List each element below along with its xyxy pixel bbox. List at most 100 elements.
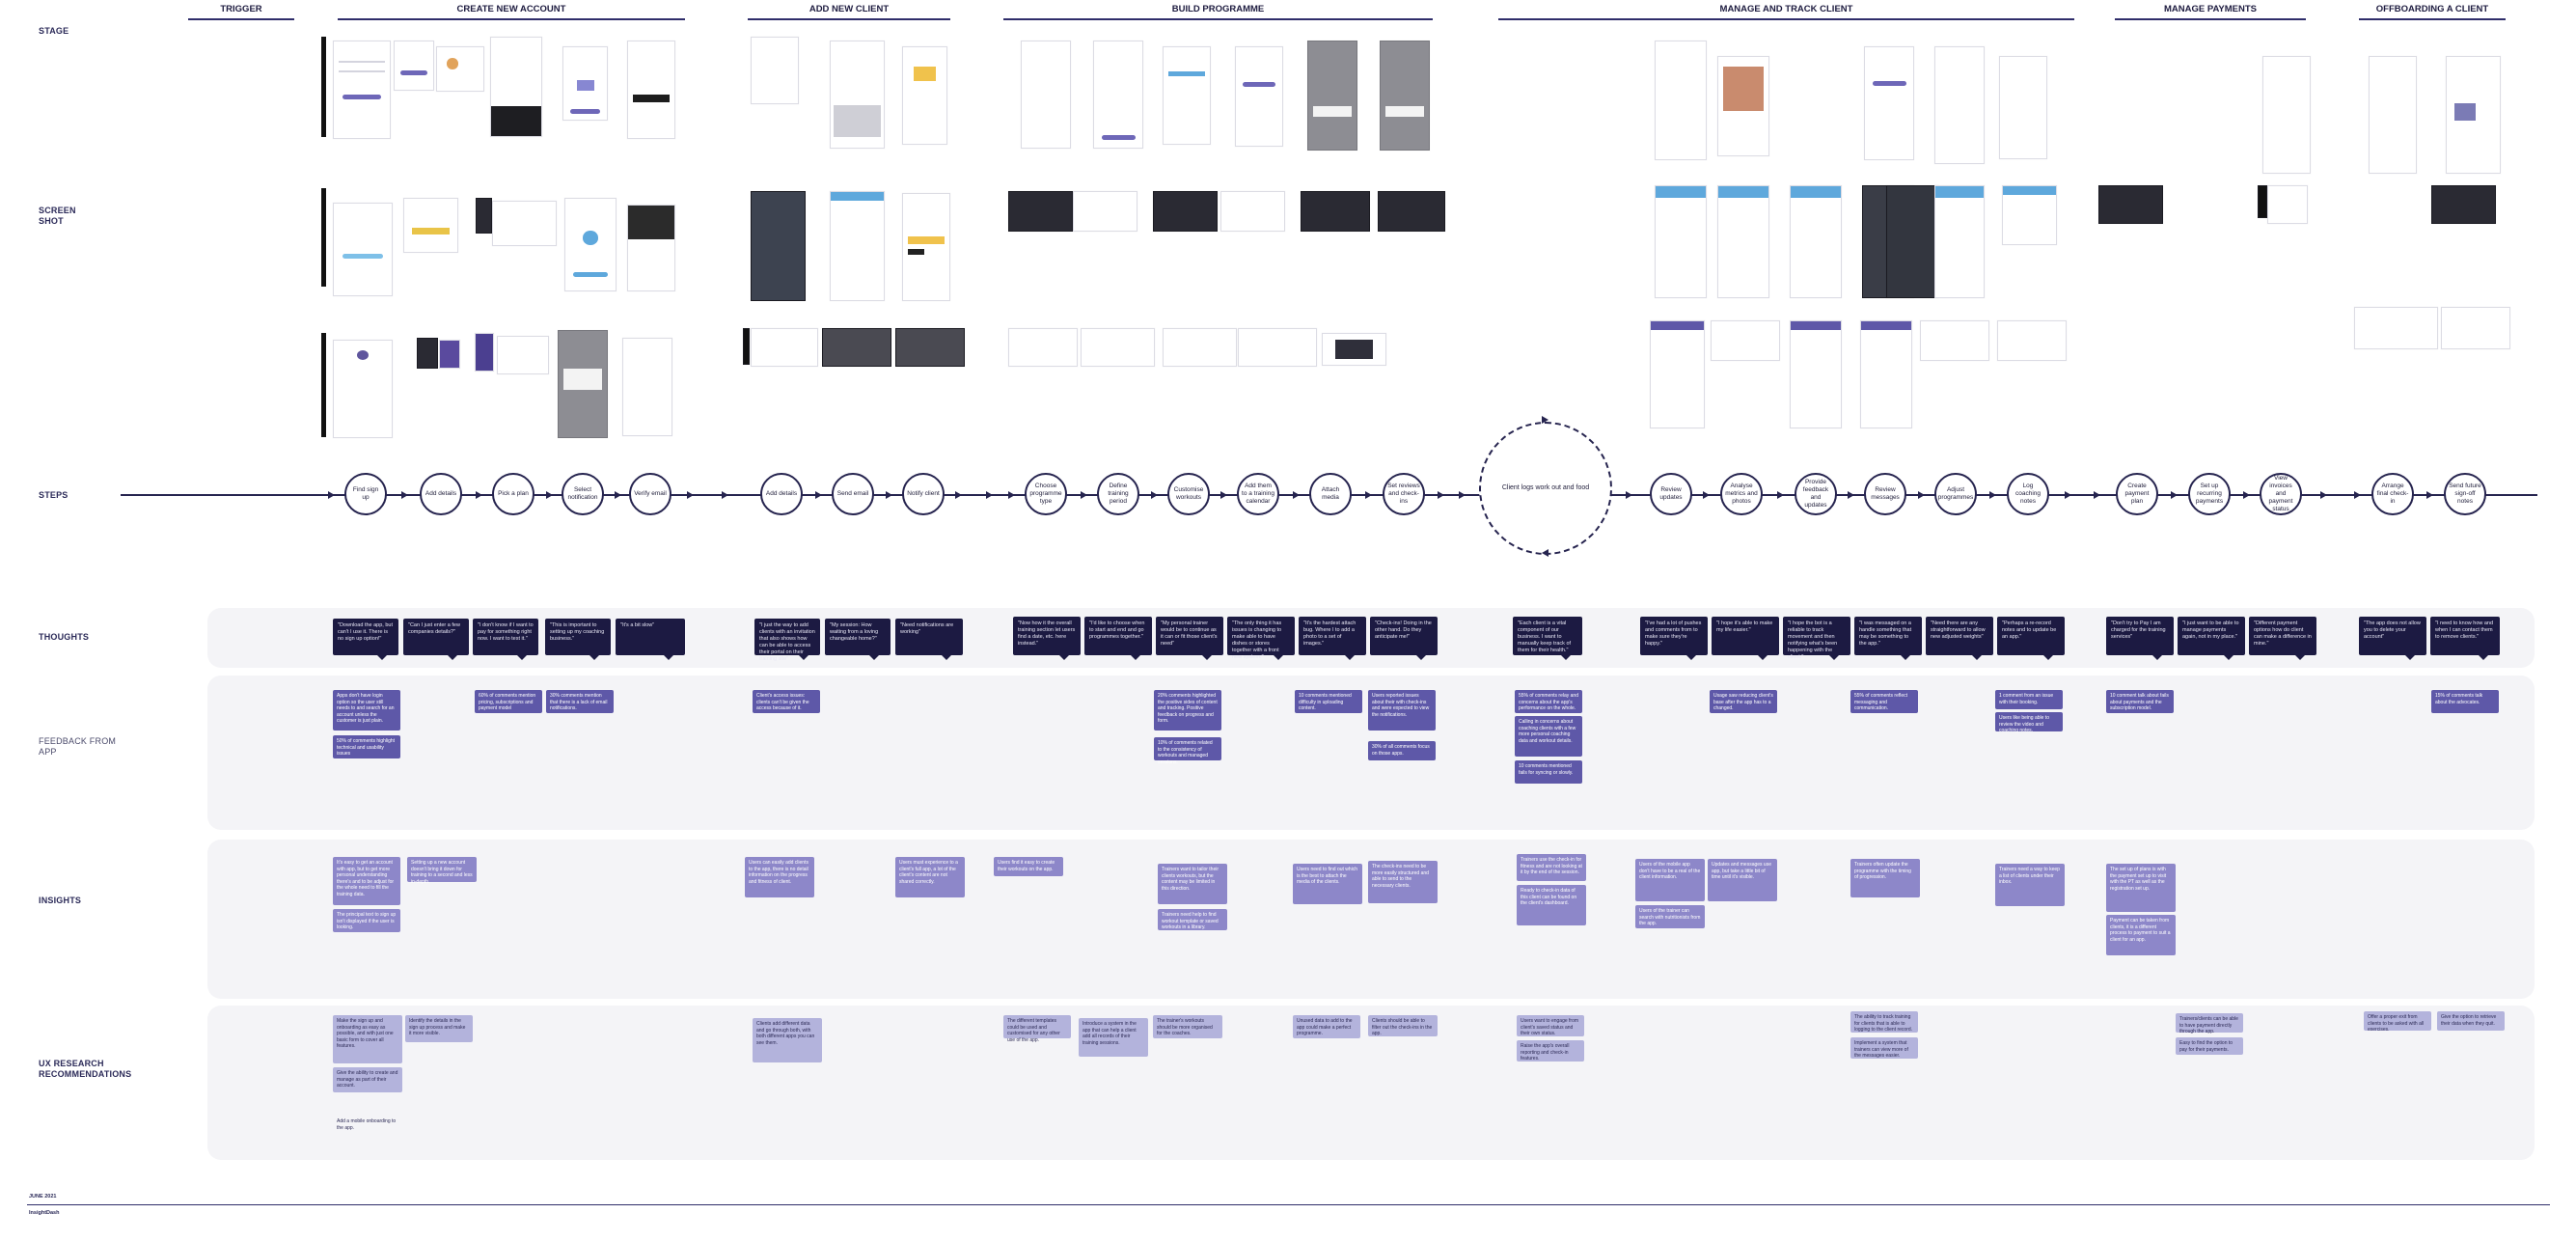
screenshot-thumb[interactable]	[558, 330, 608, 438]
screenshot-thumb[interactable]	[1655, 185, 1707, 298]
screenshot-thumb[interactable]	[562, 46, 608, 121]
step-review-updates[interactable]: Review updates	[1650, 473, 1692, 515]
screenshot-thumb[interactable]	[1008, 328, 1078, 367]
screenshot-thumb[interactable]	[822, 328, 891, 367]
screenshot-thumb[interactable]	[564, 198, 617, 291]
step-create-payment-plan[interactable]: Create payment plan	[2116, 473, 2158, 515]
screenshot-thumb[interactable]	[902, 46, 947, 145]
screenshot-thumb[interactable]	[1220, 191, 1285, 232]
screenshot-thumb[interactable]	[1073, 191, 1137, 232]
step-pick-plan[interactable]: Pick a plan	[492, 473, 534, 515]
screenshot-thumb[interactable]	[417, 338, 438, 369]
thought-bubble: "My personal trainer would be to continu…	[1156, 617, 1223, 655]
step-notify-client[interactable]: Notify client	[902, 473, 945, 515]
screenshot-thumb[interactable]	[490, 37, 542, 137]
step-send-sign-off-notes[interactable]: Send future sign-off notes	[2444, 473, 2486, 515]
screenshot-thumb[interactable]	[2441, 307, 2510, 349]
screenshot-thumb[interactable]	[1790, 320, 1842, 428]
screenshot-thumb[interactable]	[1008, 191, 1073, 232]
screenshot-thumb[interactable]	[492, 201, 557, 246]
screenshot-thumb[interactable]	[333, 203, 393, 296]
screenshot-thumb[interactable]	[475, 333, 494, 372]
step-select-notification[interactable]: Select notification	[562, 473, 604, 515]
step-set-recurring-payments[interactable]: Set up recurring payments	[2188, 473, 2231, 515]
screenshot-thumb[interactable]	[2267, 185, 2308, 224]
screenshot-thumb[interactable]	[497, 336, 549, 374]
screenshot-thumb[interactable]	[394, 41, 434, 91]
screenshot-thumb[interactable]	[751, 328, 818, 367]
step-choose-programme-type[interactable]: Choose programme type	[1025, 473, 1067, 515]
screenshot-thumb[interactable]	[1934, 185, 1985, 298]
screenshot-thumb[interactable]	[1717, 185, 1769, 298]
screenshot-thumb[interactable]	[2369, 56, 2417, 174]
screenshot-thumb[interactable]	[1081, 328, 1155, 367]
screenshot-thumb[interactable]	[1163, 328, 1237, 367]
step-define-training-period[interactable]: Define training period	[1097, 473, 1139, 515]
screenshot-thumb[interactable]	[1307, 41, 1357, 151]
screenshot-thumb[interactable]	[743, 328, 750, 365]
step-add-client-details[interactable]: Add details	[760, 473, 803, 515]
screenshot-thumb[interactable]	[436, 46, 484, 92]
step-view-invoices[interactable]: View invoices and payment status	[2260, 473, 2302, 515]
screenshot-thumb[interactable]	[1093, 41, 1143, 149]
screenshot-thumb[interactable]	[1235, 46, 1283, 147]
screenshot-thumb[interactable]	[1655, 41, 1707, 160]
screenshot-thumb[interactable]	[627, 205, 675, 291]
screenshot-thumb[interactable]	[2262, 56, 2311, 174]
thought-bubble: "I'd like to choose when to start and en…	[1084, 617, 1152, 655]
screenshot-thumb[interactable]	[1238, 328, 1317, 367]
step-add-details[interactable]: Add details	[420, 473, 462, 515]
screenshot-thumb[interactable]	[1920, 320, 1989, 361]
screenshot-thumb[interactable]	[830, 191, 885, 301]
step-log-coaching-notes[interactable]: Log coaching notes	[2007, 473, 2049, 515]
screenshot-thumb[interactable]	[830, 41, 885, 149]
step-client-logs[interactable]: Client logs work out and food	[1479, 422, 1612, 555]
screenshot-thumb[interactable]	[1380, 41, 1430, 151]
screenshot-thumb[interactable]	[902, 193, 950, 301]
screenshot-thumb[interactable]	[1997, 320, 2067, 361]
screenshot-thumb[interactable]	[2002, 185, 2057, 245]
screenshot-thumb[interactable]	[627, 41, 675, 139]
screenshot-thumb[interactable]	[1163, 46, 1211, 145]
screenshot-thumb[interactable]	[1021, 41, 1071, 149]
screenshot-thumb[interactable]	[1378, 191, 1445, 232]
screenshot-thumb[interactable]	[895, 328, 965, 367]
step-analyse-metrics[interactable]: Analyse metrics and photos	[1720, 473, 1763, 515]
step-arrange-check-in[interactable]: Arrange final check-in	[2371, 473, 2414, 515]
screenshot-thumb[interactable]	[2258, 185, 2267, 218]
screenshot-thumb[interactable]	[333, 340, 393, 438]
step-verify-email[interactable]: Verify email	[629, 473, 671, 515]
step-send-email[interactable]: Send email	[832, 473, 874, 515]
step-provide-feedback[interactable]: Provide feedback and updates	[1795, 473, 1837, 515]
step-review-messages[interactable]: Review messages	[1864, 473, 1906, 515]
screenshot-thumb[interactable]	[2354, 307, 2438, 349]
screenshot-thumb[interactable]	[1790, 185, 1842, 298]
step-adjust-programmes[interactable]: Adjust programmes	[1934, 473, 1977, 515]
screenshot-thumb[interactable]	[1650, 320, 1705, 428]
screenshot-thumb[interactable]	[1999, 56, 2047, 159]
screenshot-thumb[interactable]	[1860, 320, 1912, 428]
screenshot-thumb[interactable]	[622, 338, 672, 436]
screenshot-thumb[interactable]	[1711, 320, 1780, 361]
screenshot-thumb[interactable]	[1864, 46, 1914, 160]
screenshot-thumb[interactable]	[1301, 191, 1370, 232]
screenshot-thumb[interactable]	[1322, 333, 1386, 366]
screenshot-thumb[interactable]	[1717, 56, 1769, 156]
screenshot-thumb[interactable]	[2431, 185, 2496, 224]
screenshot-thumb[interactable]	[333, 41, 391, 139]
screenshot-thumb[interactable]	[751, 37, 799, 104]
screenshot-thumb[interactable]	[751, 191, 806, 301]
screenshot-thumb[interactable]	[439, 340, 460, 369]
step-set-reviews[interactable]: Set reviews and check-ins	[1383, 473, 1425, 515]
step-find-sign-up[interactable]: Find sign up	[344, 473, 387, 515]
screenshot-thumb[interactable]	[403, 198, 458, 253]
screenshot-thumb[interactable]	[2446, 56, 2501, 174]
screenshot-thumb[interactable]	[2098, 185, 2163, 224]
screenshot-thumb[interactable]	[1934, 46, 1985, 164]
step-add-to-calendar[interactable]: Add them to a training calendar	[1237, 473, 1279, 515]
screenshot-thumb[interactable]	[1153, 191, 1218, 232]
screenshot-thumb[interactable]	[476, 198, 492, 234]
step-attach-media[interactable]: Attach media	[1309, 473, 1352, 515]
step-customise-workouts[interactable]: Customise workouts	[1167, 473, 1210, 515]
screenshot-thumb[interactable]	[1886, 185, 1938, 298]
